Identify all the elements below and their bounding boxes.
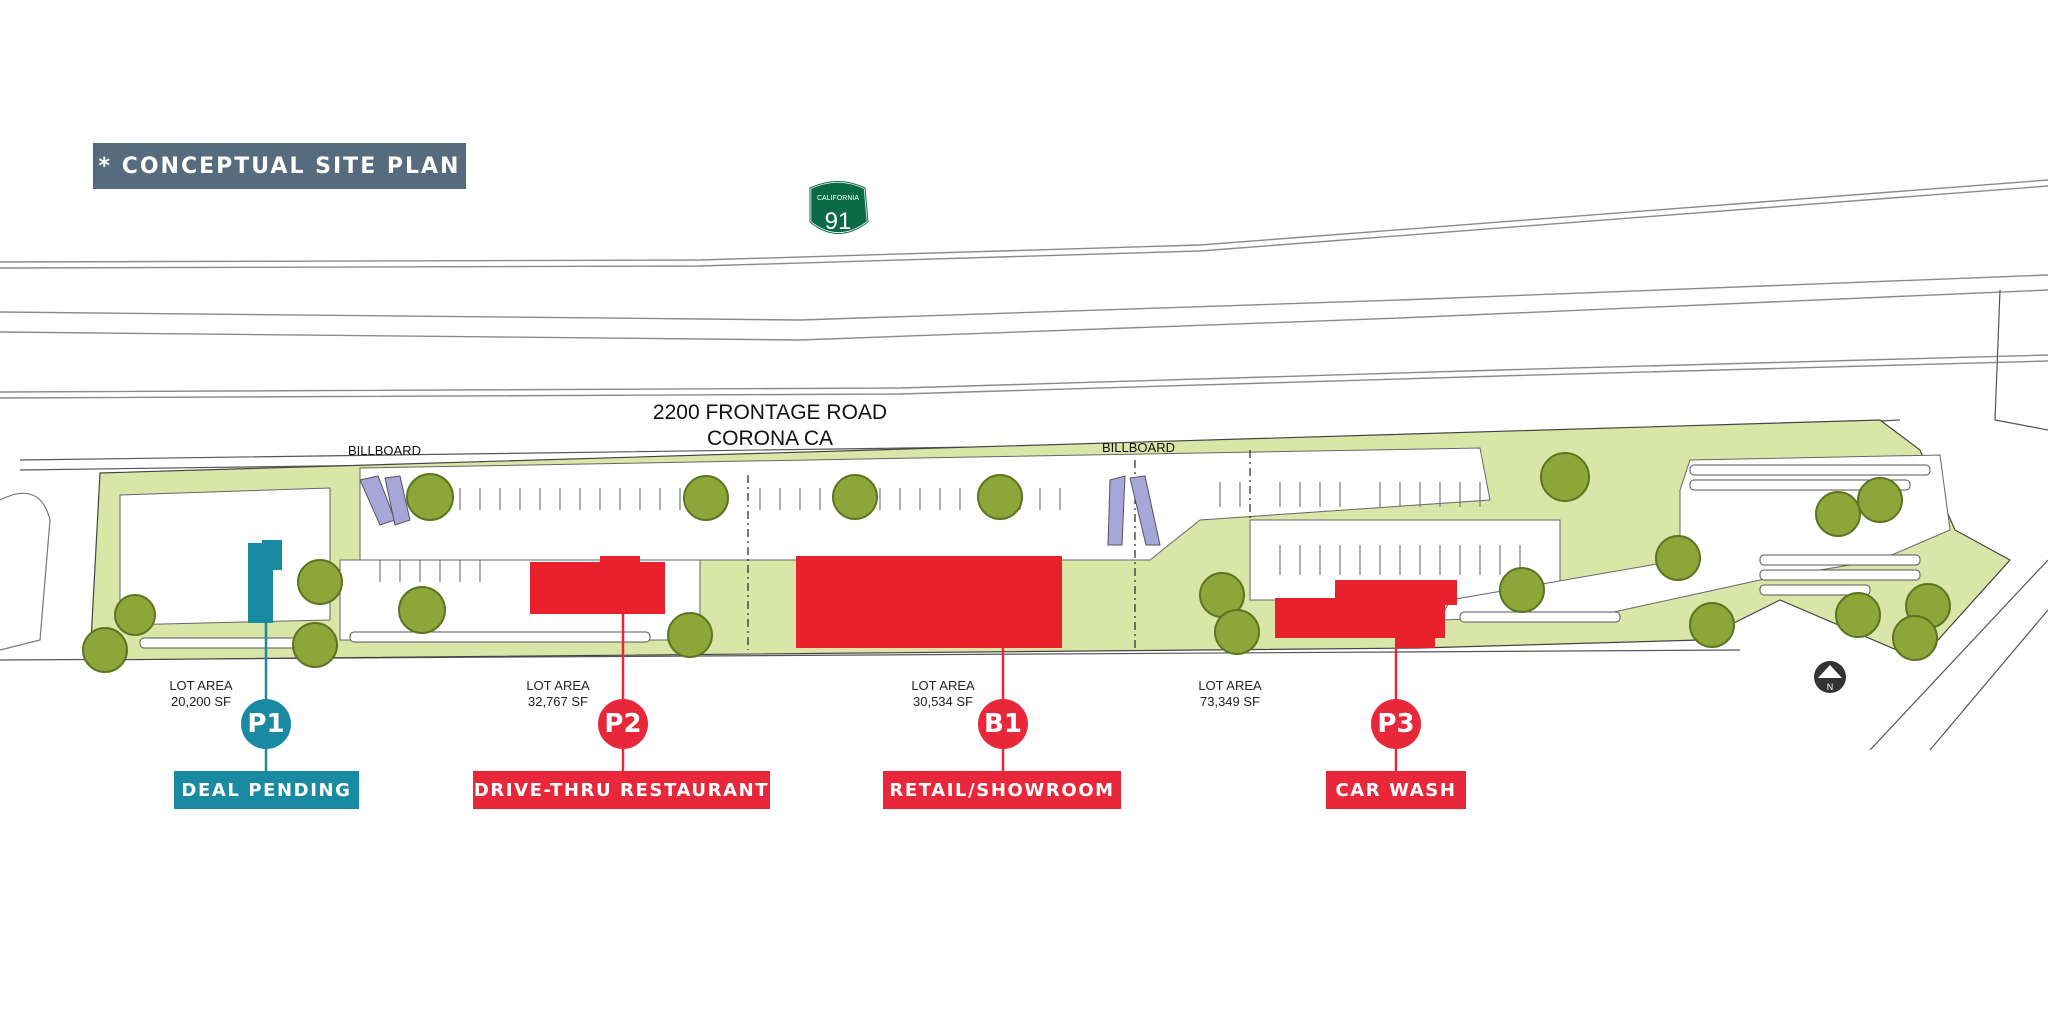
p2-building-wing [600, 556, 640, 568]
buildings [248, 540, 1457, 648]
p1-building-wing [262, 540, 282, 570]
p3-building-lower [1395, 635, 1435, 648]
b1-lot-area: LOT AREA 30,534 SF [873, 678, 1013, 710]
p2-lot-area: LOT AREA 32,767 SF [488, 678, 628, 710]
p3-marker[interactable]: P3 [1371, 699, 1421, 749]
shield-number: 91 [825, 208, 852, 235]
b1-status-label[interactable]: RETAIL/SHOWROOM [883, 771, 1121, 809]
lot-area-value: 73,349 SF [1200, 694, 1260, 709]
p3-lot-area: LOT AREA 73,349 SF [1160, 678, 1300, 710]
conceptual-site-plan-title: * CONCEPTUAL SITE PLAN [93, 143, 466, 189]
site-address: 2200 FRONTAGE ROAD CORONA CA [600, 400, 940, 452]
p3-building-upper [1335, 580, 1457, 605]
svg-text:N: N [1827, 682, 1834, 692]
shield-state: CALIFORNIA [817, 195, 859, 202]
p1-status-label[interactable]: DEAL PENDING [174, 771, 359, 809]
lot-area-label: LOT AREA [169, 678, 233, 693]
lot-area-label: LOT AREA [911, 678, 975, 693]
b1-marker[interactable]: B1 [978, 699, 1028, 749]
highway-91-shield: CALIFORNIA 91 [808, 180, 870, 235]
billboard-label-east: BILLBOARD [1102, 440, 1175, 455]
lot-area-value: 20,200 SF [171, 694, 231, 709]
lot-area-label: LOT AREA [526, 678, 590, 693]
lot-area-label: LOT AREA [1198, 678, 1262, 693]
freeway-lanes [0, 179, 2048, 399]
billboard-structures [359, 475, 1161, 546]
p1-lot-area: LOT AREA 20,200 SF [131, 678, 271, 710]
west-boundary [0, 492, 51, 651]
p1-marker[interactable]: P1 [241, 699, 291, 749]
parking-stripes [379, 482, 1521, 582]
lot-area-value: 30,534 SF [913, 694, 973, 709]
north-arrow-icon: N [1814, 661, 1846, 693]
p2-marker[interactable]: P2 [598, 699, 648, 749]
b1-building [796, 556, 1062, 648]
parked-cars [139, 464, 1931, 649]
p2-building [530, 562, 665, 614]
billboard-label-west: BILLBOARD [348, 443, 421, 458]
p2-status-label[interactable]: DRIVE-THRU RESTAURANT [473, 771, 770, 809]
address-line-1: 2200 FRONTAGE ROAD [652, 401, 888, 424]
lot-area-value: 32,767 SF [528, 694, 588, 709]
p3-status-label[interactable]: CAR WASH [1326, 771, 1466, 809]
leader-lines [264, 614, 1398, 772]
trees [82, 452, 1951, 673]
address-line-2: CORONA CA [706, 427, 834, 450]
